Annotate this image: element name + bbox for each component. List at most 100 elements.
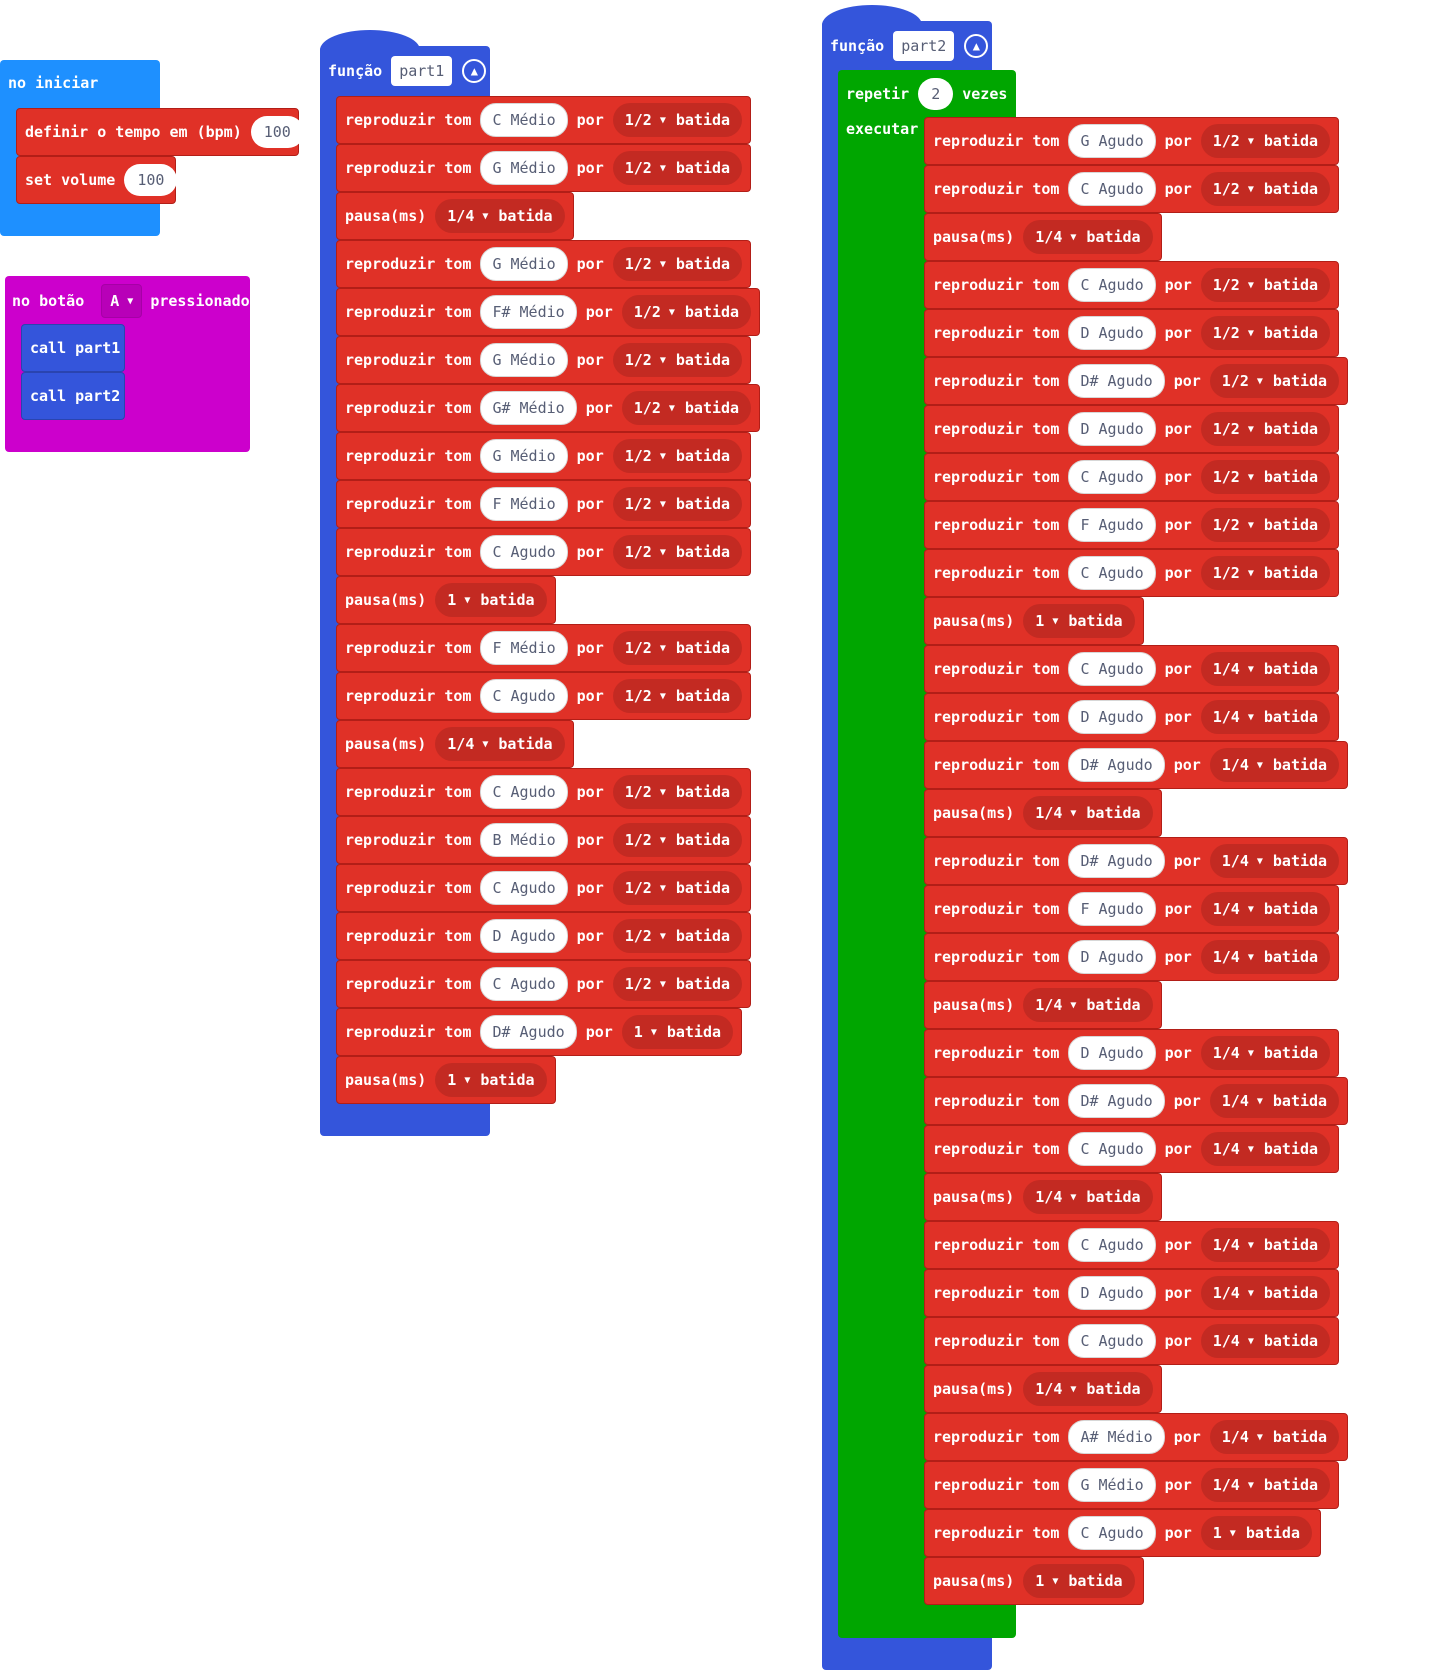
- beat-dropdown[interactable]: 1/2▼batida: [612, 343, 743, 377]
- beat-dropdown[interactable]: 1/4▼batida: [1200, 1132, 1331, 1166]
- beat-dropdown[interactable]: 1/2▼batida: [612, 487, 743, 521]
- note-selector[interactable]: F# Médio: [480, 295, 577, 329]
- function-name-part2[interactable]: part2: [893, 31, 955, 61]
- pause-block[interactable]: pausa(ms)1/4▼batida: [924, 981, 1162, 1029]
- pause-block[interactable]: pausa(ms)1/4▼batida: [924, 213, 1162, 261]
- note-selector[interactable]: F Médio: [480, 631, 568, 665]
- collapse-icon[interactable]: ▲: [462, 59, 487, 83]
- beat-dropdown[interactable]: 1/4▼batida: [1200, 652, 1331, 686]
- note-selector[interactable]: G Médio: [480, 151, 568, 185]
- beat-dropdown[interactable]: 1/2▼batida: [612, 871, 743, 905]
- function-name-part1[interactable]: part1: [391, 56, 453, 86]
- beat-dropdown[interactable]: 1/4▼batida: [1209, 1084, 1340, 1118]
- pause-block[interactable]: pausa(ms)1/4▼batida: [336, 720, 574, 768]
- beat-dropdown[interactable]: 1/2▼batida: [612, 823, 743, 857]
- beat-dropdown[interactable]: 1/2▼batida: [612, 631, 743, 665]
- beat-dropdown[interactable]: 1▼batida: [435, 583, 547, 617]
- beat-dropdown[interactable]: 1/2▼batida: [612, 919, 743, 953]
- note-selector[interactable]: C Agudo: [1068, 460, 1156, 494]
- note-selector[interactable]: G Médio: [480, 439, 568, 473]
- note-selector[interactable]: C Agudo: [480, 679, 568, 713]
- note-selector[interactable]: D# Agudo: [480, 1015, 577, 1049]
- pause-block[interactable]: pausa(ms)1▼batida: [924, 1557, 1144, 1605]
- note-selector[interactable]: F Agudo: [1068, 892, 1156, 926]
- pause-block[interactable]: pausa(ms)1▼batida: [336, 576, 556, 624]
- call-part2-block[interactable]: call part2: [21, 372, 125, 420]
- beat-dropdown[interactable]: 1▼batida: [621, 1015, 734, 1049]
- note-selector[interactable]: D Agudo: [480, 919, 568, 953]
- beat-dropdown[interactable]: 1/2▼batida: [1200, 412, 1331, 446]
- beat-dropdown[interactable]: 1▼batida: [1023, 1564, 1135, 1598]
- beat-dropdown[interactable]: 1/2▼batida: [621, 391, 752, 425]
- beat-dropdown[interactable]: 1/2▼batida: [621, 295, 752, 329]
- note-selector[interactable]: G# Médio: [480, 391, 577, 425]
- beat-dropdown[interactable]: 1/4▼batida: [1200, 940, 1331, 974]
- beat-dropdown[interactable]: 1/2▼batida: [1200, 124, 1331, 158]
- beat-dropdown[interactable]: 1/4▼batida: [1200, 1228, 1331, 1262]
- note-selector[interactable]: C Agudo: [480, 775, 568, 809]
- beat-dropdown[interactable]: 1/4▼batida: [1200, 1036, 1331, 1070]
- note-selector[interactable]: F Agudo: [1068, 508, 1156, 542]
- tempo-input[interactable]: 100: [250, 116, 304, 148]
- note-selector[interactable]: C Agudo: [1068, 556, 1156, 590]
- beat-dropdown[interactable]: 1/2▼batida: [612, 439, 743, 473]
- note-selector[interactable]: D Agudo: [1068, 940, 1156, 974]
- beat-dropdown[interactable]: 1▼batida: [435, 1063, 547, 1097]
- note-selector[interactable]: B Médio: [480, 823, 568, 857]
- beat-dropdown[interactable]: 1/2▼batida: [612, 679, 743, 713]
- note-selector[interactable]: D Agudo: [1068, 1036, 1156, 1070]
- note-selector[interactable]: C Agudo: [1068, 1228, 1156, 1262]
- note-selector[interactable]: C Agudo: [1068, 1516, 1156, 1550]
- note-selector[interactable]: D Agudo: [1068, 700, 1156, 734]
- beat-dropdown[interactable]: 1/4▼batida: [1200, 892, 1331, 926]
- pause-block[interactable]: pausa(ms)1/4▼batida: [924, 1173, 1162, 1221]
- beat-dropdown[interactable]: 1/4▼batida: [435, 199, 565, 233]
- volume-input[interactable]: 100: [124, 164, 178, 196]
- collapse-icon[interactable]: ▲: [964, 34, 989, 58]
- beat-dropdown[interactable]: 1▼batida: [1023, 604, 1135, 638]
- set-tempo-block[interactable]: definir o tempo em (bpm) 100: [16, 108, 304, 156]
- beat-dropdown[interactable]: 1/2▼batida: [612, 247, 743, 281]
- beat-dropdown[interactable]: 1/2▼batida: [612, 967, 743, 1001]
- note-selector[interactable]: C Agudo: [480, 535, 568, 569]
- beat-dropdown[interactable]: 1/4▼batida: [1023, 796, 1153, 830]
- beat-dropdown[interactable]: 1/2▼batida: [612, 775, 743, 809]
- beat-dropdown[interactable]: 1▼batida: [1200, 1516, 1312, 1550]
- note-selector[interactable]: D# Agudo: [1068, 844, 1165, 878]
- note-selector[interactable]: D Agudo: [1068, 412, 1156, 446]
- note-selector[interactable]: C Agudo: [1068, 652, 1156, 686]
- note-selector[interactable]: D Agudo: [1068, 1276, 1156, 1310]
- note-selector[interactable]: C Agudo: [1068, 1324, 1156, 1358]
- note-selector[interactable]: D# Agudo: [1068, 364, 1165, 398]
- beat-dropdown[interactable]: 1/4▼batida: [1023, 988, 1153, 1022]
- beat-dropdown[interactable]: 1/2▼batida: [1200, 460, 1331, 494]
- beat-dropdown[interactable]: 1/2▼batida: [1200, 508, 1331, 542]
- beat-dropdown[interactable]: 1/4▼batida: [435, 727, 565, 761]
- note-selector[interactable]: C Agudo: [1068, 1132, 1156, 1166]
- pause-block[interactable]: pausa(ms)1/4▼batida: [336, 192, 574, 240]
